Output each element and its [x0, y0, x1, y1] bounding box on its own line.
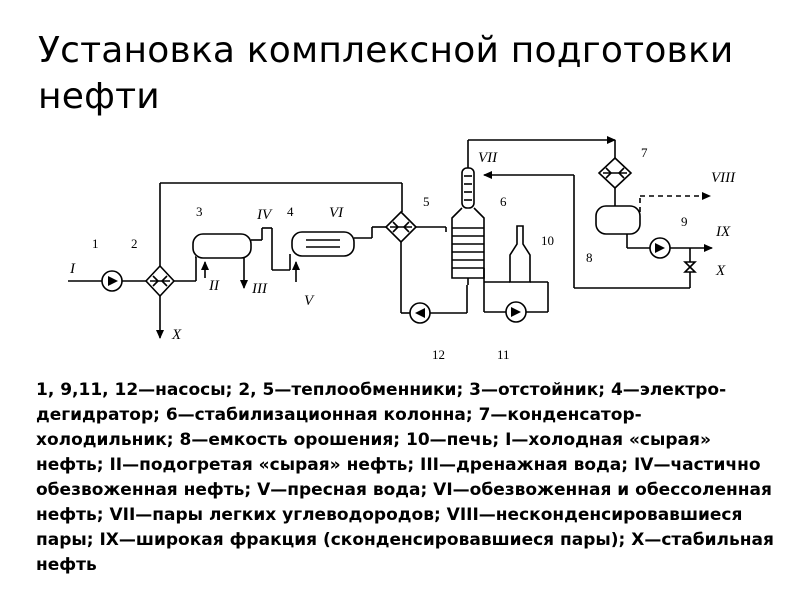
- label-1: 1: [92, 236, 99, 251]
- pump-11: [505, 301, 527, 323]
- stream-VII: VII: [478, 150, 498, 166]
- stream-VIII: VIII: [711, 170, 736, 186]
- stream-VI: VI: [329, 205, 344, 221]
- settler-3: [192, 233, 252, 259]
- label-10: 10: [541, 233, 554, 248]
- label-7: 7: [641, 145, 648, 160]
- label-3: 3: [196, 204, 203, 219]
- label-6: 6: [500, 194, 507, 209]
- electro-dehydrator-4: [291, 231, 355, 257]
- label-5: 5: [423, 194, 430, 209]
- heat-exchanger-2: [144, 264, 176, 298]
- stream-V: V: [304, 293, 315, 309]
- stream-II: II: [208, 278, 220, 294]
- slide-title: Установка комплексной подготовки нефти: [38, 30, 734, 117]
- stream-IV: IV: [256, 207, 273, 223]
- label-8: 8: [586, 250, 593, 265]
- stream-X-bottom: X: [171, 327, 182, 343]
- heat-exchanger-5: [384, 210, 418, 244]
- label-2: 2: [131, 236, 138, 251]
- stream-X-right: X: [715, 263, 726, 279]
- diagram-legend: 1, 9,11, 12—насосы; 2, 5—теплообменники;…: [36, 380, 774, 575]
- stream-IX: IX: [715, 224, 731, 240]
- label-4: 4: [287, 204, 294, 219]
- label-9: 9: [681, 214, 688, 229]
- pump-1: [101, 270, 123, 292]
- stream-I: I: [69, 261, 76, 277]
- label-11: 11: [497, 347, 510, 362]
- reflux-drum-8: [595, 205, 641, 235]
- condenser-7: [597, 156, 633, 190]
- furnace-10: [509, 225, 531, 283]
- pump-12: [409, 302, 431, 324]
- stabilization-column-6: [451, 160, 485, 279]
- label-12: 12: [432, 347, 445, 362]
- pump-9: [649, 237, 671, 259]
- stream-III: III: [251, 281, 268, 297]
